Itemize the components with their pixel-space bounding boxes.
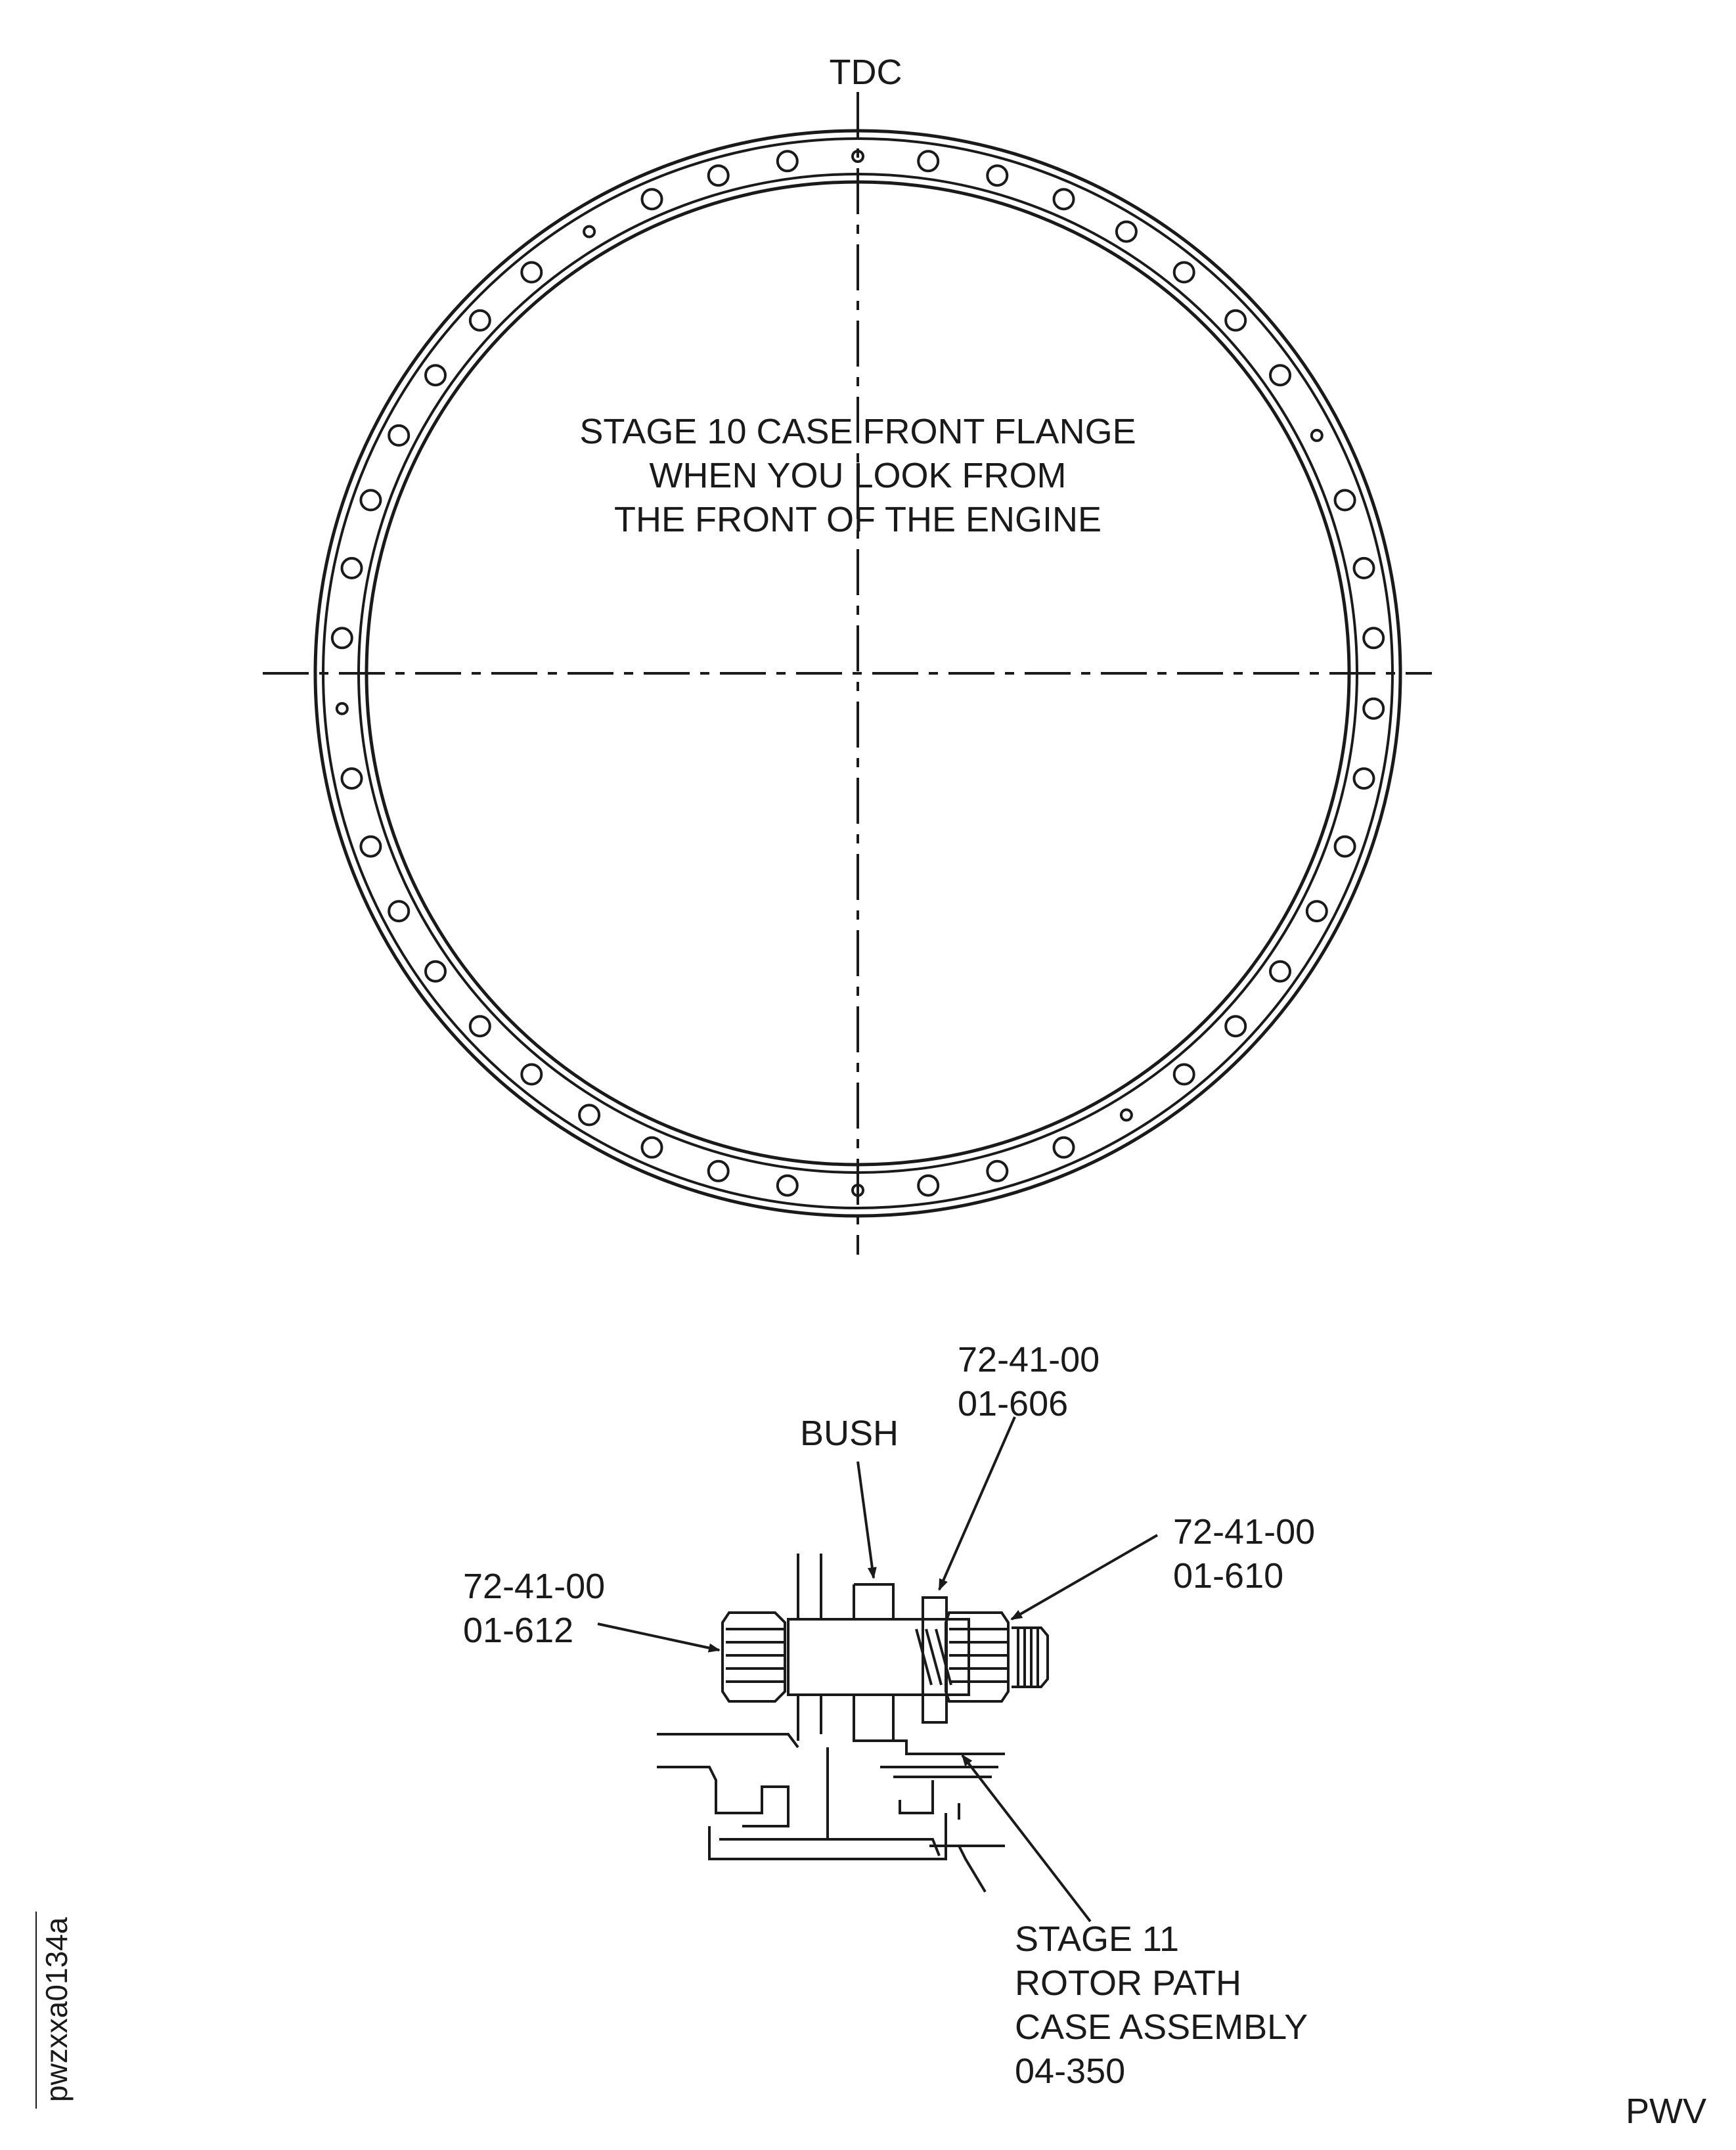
bolt-hole	[1052, 1136, 1075, 1159]
bolt-head-612	[721, 1611, 786, 1703]
bolt-hole	[640, 1136, 663, 1159]
part-610-label: 72-41-00 01-610	[1173, 1512, 1315, 1596]
bolt-hole	[340, 556, 363, 579]
bush-label: BUSH	[800, 1414, 899, 1453]
flange-view	[263, 92, 1432, 1255]
bolt-hole	[640, 188, 663, 211]
bolt-hole	[1172, 1063, 1195, 1086]
part-612-leader	[597, 1623, 721, 1653]
case-assembly-line-2: ROTOR PATH	[1015, 1963, 1241, 2003]
bolt-hole	[424, 364, 447, 387]
locating-hole	[1119, 1108, 1133, 1122]
flange-caption: STAGE 10 CASE FRONT FLANGE WHEN YOU LOOK…	[579, 412, 1136, 539]
footer-code: PWV	[1626, 2092, 1706, 2131]
bolt-hole	[707, 164, 730, 187]
locating-hole	[1310, 428, 1324, 442]
bolt-hole	[520, 1063, 543, 1086]
bolt-hole	[776, 1174, 799, 1197]
part-606-label: 72-41-00 01-606	[958, 1340, 1100, 1423]
bolt-hole	[1172, 261, 1195, 284]
locating-hole	[335, 702, 349, 715]
bolt-thread-tail	[1012, 1626, 1049, 1688]
locating-hole	[583, 225, 596, 238]
caption-line-3: THE FRONT OF THE ENGINE	[614, 500, 1102, 539]
bolt-hole	[1362, 697, 1385, 720]
bush-leader	[857, 1461, 877, 1579]
part-606-chapter: 72-41-00	[958, 1340, 1100, 1379]
leader-lines	[597, 1416, 1158, 1923]
bolt-hole	[424, 960, 447, 983]
part-606-number: 01-606	[958, 1384, 1068, 1423]
case-flange-plate	[797, 1554, 822, 1741]
bolt-hole	[359, 489, 382, 512]
part-610-number: 01-610	[1173, 1556, 1283, 1596]
bolt-hole	[1269, 364, 1291, 387]
bolt-hole	[1224, 309, 1247, 332]
bolt-hole	[340, 767, 363, 790]
bolt-hole	[1352, 767, 1375, 790]
part-612-number: 01-612	[463, 1611, 573, 1650]
figure-id: pwzxxa0134a	[39, 1917, 74, 2102]
bolt-thread-lines	[915, 1628, 952, 1686]
bolt-hole	[468, 1015, 491, 1038]
part-612-label: 72-41-00 01-612	[463, 1567, 605, 1650]
case-assembly-line-3: CASE ASSEMBLY	[1015, 2007, 1308, 2047]
case-assembly-line-4: 04-350	[1015, 2051, 1125, 2091]
bolt-hole	[986, 164, 1009, 187]
bolt-hole	[388, 900, 411, 923]
bolt-hole	[359, 835, 382, 858]
bolt-hole	[1333, 489, 1356, 512]
part-610-chapter: 72-41-00	[1173, 1512, 1315, 1552]
bolt-hole	[578, 1104, 601, 1127]
bolt-hole	[1052, 188, 1075, 211]
part-606-leader	[938, 1416, 1016, 1591]
bolt-hole	[917, 1174, 940, 1197]
nut-610	[945, 1611, 1010, 1703]
part-610-leader	[1010, 1534, 1158, 1621]
bolt-hole	[468, 309, 491, 332]
bolt-shank	[787, 1618, 970, 1696]
bolt-hole	[1352, 556, 1375, 579]
bolt-hole	[520, 261, 543, 284]
section-view	[657, 1554, 1049, 1893]
bolt-hole	[388, 424, 411, 447]
bolt-hole-pattern	[330, 150, 1385, 1197]
bolt-hole	[986, 1159, 1009, 1182]
bolt-hole	[776, 150, 799, 173]
case-assembly-line-1: STAGE 11	[1015, 1919, 1179, 1959]
bolt-hole	[917, 150, 940, 173]
case-assembly-leader	[961, 1754, 1092, 1923]
caption-line-2: WHEN YOU LOOK FROM	[649, 456, 1066, 495]
bolt-hole	[1305, 900, 1328, 923]
bolt-hole	[1333, 835, 1356, 858]
bolt-hole	[330, 627, 353, 650]
bush-block	[853, 1583, 895, 1742]
bolt-hole	[1224, 1015, 1247, 1038]
bolt-hole	[1269, 960, 1291, 983]
tdc-label: TDC	[830, 53, 902, 92]
caption-line-1: STAGE 10 CASE FRONT FLANGE	[579, 412, 1136, 451]
case-assembly-label: STAGE 11 ROTOR PATH CASE ASSEMBLY 04-350	[1015, 1919, 1308, 2091]
bolt-hole	[1362, 627, 1385, 650]
rotor-path-case-lines	[657, 1733, 1005, 1893]
part-612-chapter: 72-41-00	[463, 1567, 605, 1606]
bolt-hole	[1115, 220, 1138, 243]
bolt-hole	[707, 1159, 730, 1182]
